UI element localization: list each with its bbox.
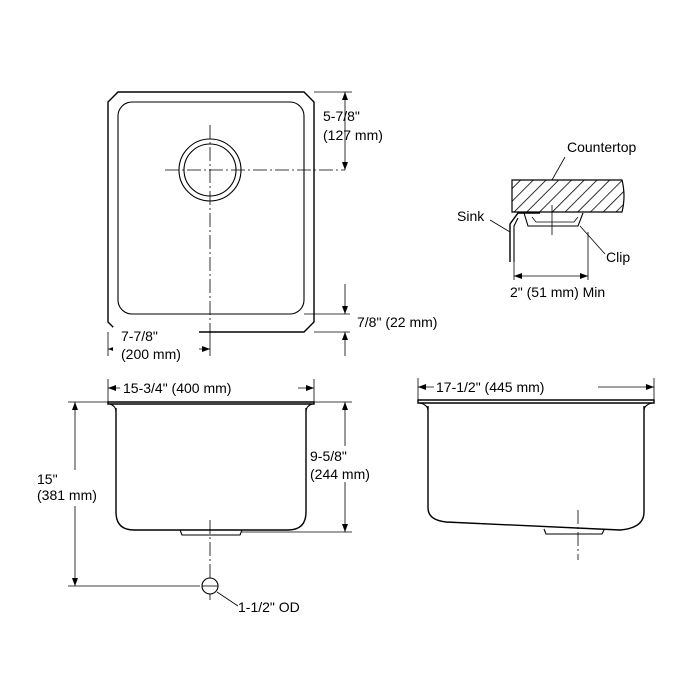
front-view: 15-3/4" (400 mm) 1-1/2" OD 15" (381 mm) … bbox=[30, 377, 388, 615]
drain-offset-label: 7-7/8" bbox=[121, 328, 158, 344]
sink-flange-inner bbox=[513, 217, 519, 262]
side-rim bbox=[417, 399, 655, 404]
front-bowl-outline bbox=[115, 408, 307, 531]
drain-od-label: 1-1/2" OD bbox=[238, 599, 300, 615]
front-height-mm-label: (381 mm) bbox=[37, 487, 97, 503]
side-bowl-outline bbox=[427, 406, 645, 531]
front-drain-body bbox=[179, 529, 243, 536]
bowl-inner-outline bbox=[117, 101, 305, 315]
top-view: 5-7/8" (127 mm) 7/8" (22 mm) 7-7/8" (200… bbox=[107, 91, 437, 362]
side-drain-body bbox=[543, 528, 605, 535]
corner-offset-label: 7/8" (22 mm) bbox=[357, 314, 437, 330]
bowl-depth-mm-label: (244 mm) bbox=[310, 466, 370, 482]
side-length-label: 17-1/2" (445 mm) bbox=[436, 379, 544, 395]
countertop-section bbox=[511, 179, 625, 213]
depth-offset-mm-label: (127 mm) bbox=[323, 127, 383, 143]
front-height-label: 15" bbox=[37, 471, 58, 487]
min-distance-label: 2" (51 mm) Min bbox=[510, 284, 605, 300]
side-rim-lip bbox=[419, 402, 653, 412]
front-rim-lip bbox=[109, 403, 313, 413]
sink-rim-outline bbox=[107, 91, 315, 333]
depth-offset-label: 5-7/8" bbox=[323, 108, 360, 124]
clip-shape bbox=[523, 212, 584, 227]
sink-flange bbox=[509, 212, 540, 262]
side-view: 17-1/2" (445 mm) bbox=[417, 376, 655, 560]
clip-label: Clip bbox=[606, 249, 630, 265]
clip-inner bbox=[531, 216, 579, 223]
front-width-label: 15-3/4" (400 mm) bbox=[123, 380, 231, 396]
drain-offset-mm-label: (200 mm) bbox=[121, 346, 181, 362]
sink-label: Sink bbox=[457, 208, 485, 224]
bowl-depth-label: 9-5/8" bbox=[310, 448, 347, 464]
mounting-detail: Countertop Sink Clip 2" (51 mm) Min bbox=[457, 139, 636, 300]
countertop-label: Countertop bbox=[567, 139, 636, 155]
front-rim bbox=[107, 401, 315, 405]
